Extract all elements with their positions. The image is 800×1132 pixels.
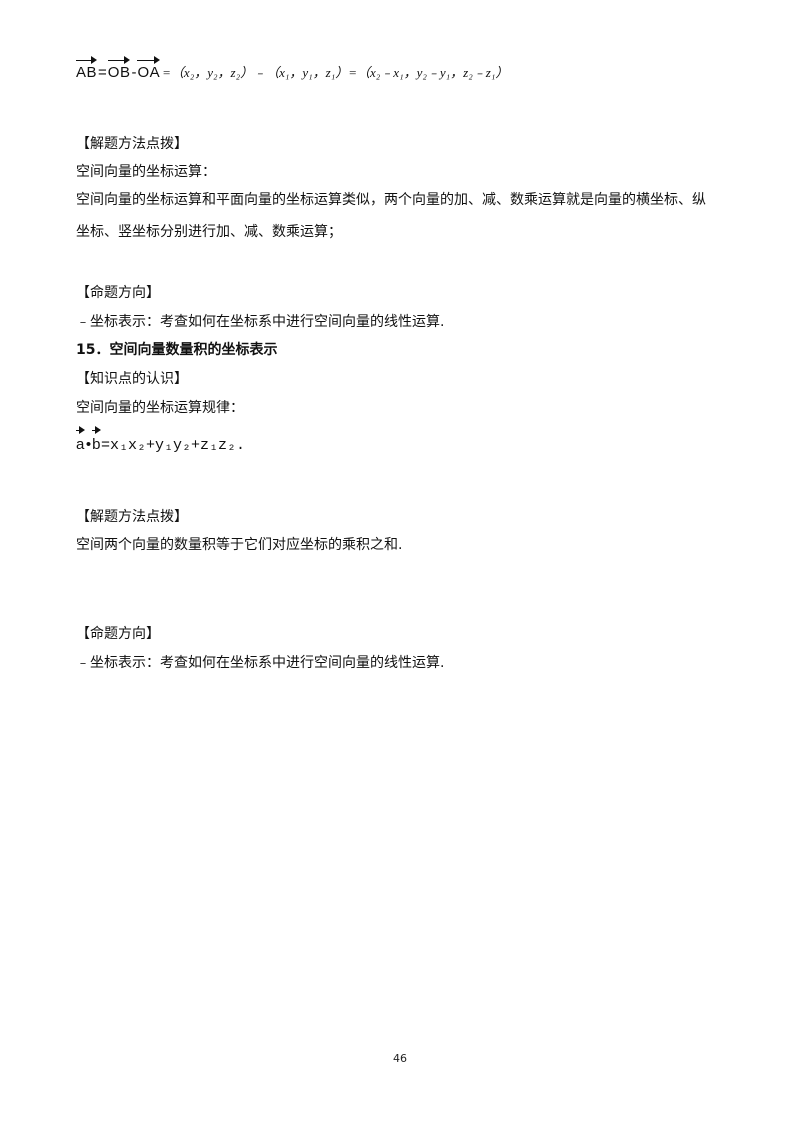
method-heading-a: 【解题方法点拨】 [76, 136, 188, 152]
method-heading-15: 【解题方法点拨】 [76, 509, 188, 525]
direction-text-15: ﹣坐标表示：考查如何在坐标系中进行空间向量的线性运算. [76, 655, 445, 671]
direction-heading-a: 【命题方向】 [76, 285, 160, 301]
dot-operator: • [85, 436, 92, 453]
minus-sign: - [131, 64, 137, 81]
subtitle-coordinate-operation: 空间向量的坐标运算： [76, 164, 216, 180]
vector-a: a [76, 426, 85, 458]
dot-product-formula: a•b=x₁x₂+y₁y₂+z₁z₂. [76, 426, 245, 459]
vector-subtraction-formula: AB=OB-OA=（x₂，y₂，z₂）﹣（x₁，y₁，z₁）=（x₂﹣x₁，y₂… [76, 56, 509, 84]
direction-heading-15: 【命题方向】 [76, 626, 160, 642]
coordinate-tuple-expression: =（x₂，y₂，z₂）﹣（x₁，y₁，z₁）=（x₂﹣x₁，y₂﹣y₁，z₂﹣z… [162, 65, 509, 80]
section-15-title: 15．空间向量数量积的坐标表示 [76, 342, 278, 358]
paragraph-line-1: 空间向量的坐标运算和平面向量的坐标运算类似，两个向量的加、减、数乘运算就是向量的… [76, 192, 706, 208]
rule-title: 空间向量的坐标运算规律： [76, 400, 244, 416]
knowledge-heading: 【知识点的认识】 [76, 371, 188, 387]
vector-b: b [92, 426, 101, 458]
method-text-15: 空间两个向量的数量积等于它们对应坐标的乘积之和. [76, 537, 403, 553]
vector-ob: OB [107, 56, 131, 84]
page-number: 46 [393, 1052, 407, 1065]
direction-text-a: ﹣坐标表示：考查如何在坐标系中进行空间向量的线性运算. [76, 314, 445, 330]
equals-sign: = [98, 64, 107, 81]
dot-product-rhs: =x₁x₂+y₁y₂+z₁z₂. [100, 437, 245, 454]
paragraph-line-2: 坐标、竖坐标分别进行加、减、数乘运算； [76, 224, 342, 240]
vector-ab: AB [76, 56, 98, 84]
vector-oa: OA [137, 56, 160, 84]
